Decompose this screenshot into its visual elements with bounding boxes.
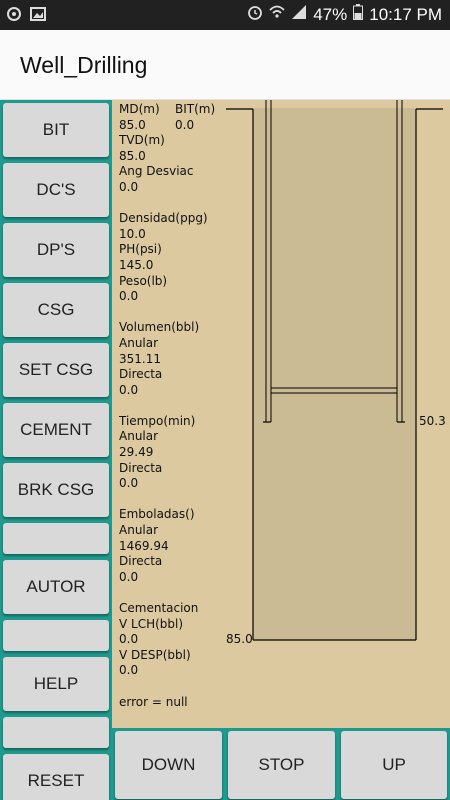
- peso-label: Peso(lb): [119, 273, 168, 288]
- bottom-depth-label: 85.0: [226, 632, 253, 646]
- cementacion-label: Cementacion: [119, 601, 199, 615]
- tiempo-label: Tiempo(min): [119, 413, 196, 428]
- error-text: error = null: [119, 694, 188, 709]
- emboladas-anular-label: Anular: [119, 523, 159, 538]
- set-csg-button[interactable]: SET CSG: [3, 343, 109, 397]
- clock: 10:17 PM: [369, 4, 442, 24]
- sidebar: BIT DC'S DP'S CSG SET CSG CEMENT BRK CSG…: [0, 100, 112, 800]
- dps-button[interactable]: DP'S: [3, 223, 109, 277]
- tiempo-directa-value: 0.0: [119, 476, 139, 491]
- volumen-anular-value: 351.11: [119, 351, 161, 366]
- casing-depth-label: 50.3: [419, 414, 446, 428]
- vlch-value: 0.0: [119, 632, 139, 647]
- volumen-directa-value: 0.0: [119, 382, 139, 397]
- desviac-value: 0.0: [119, 179, 139, 194]
- bit-info: BIT(m) 0.0: [175, 102, 215, 133]
- sync-icon: [6, 6, 22, 26]
- cement-button[interactable]: CEMENT: [3, 403, 109, 457]
- stop-button[interactable]: STOP: [228, 731, 335, 799]
- vdesp-label: V DESP(bbl): [119, 647, 191, 662]
- peso-value: 0.0: [119, 289, 139, 304]
- bit-value: 0.0: [175, 117, 195, 132]
- main-content: BIT DC'S DP'S CSG SET CSG CEMENT BRK CSG…: [0, 100, 450, 800]
- dcs-button[interactable]: DC'S: [3, 163, 109, 217]
- densidad-value: 10.0: [119, 226, 146, 241]
- reset-button[interactable]: RESET: [3, 754, 109, 800]
- blank-button-3[interactable]: [3, 717, 109, 748]
- emboladas-directa-label: Directa: [119, 554, 163, 569]
- bottom-bar: DOWN STOP UP: [112, 728, 450, 800]
- well-diagram: [226, 100, 443, 641]
- wifi-icon: [269, 4, 285, 25]
- wellbore-fill: [253, 108, 416, 640]
- brk-csg-button[interactable]: BRK CSG: [3, 463, 109, 517]
- blank-button-2[interactable]: [3, 620, 109, 651]
- signal-icon: [291, 4, 307, 25]
- desviac-label: Ang Desviac: [119, 164, 194, 179]
- battery-percent: 47%: [313, 4, 348, 24]
- volumen-directa-label: Directa: [119, 367, 163, 382]
- blank-button-1[interactable]: [3, 523, 109, 554]
- volumen-label: Volumen(bbl): [119, 320, 200, 335]
- help-button[interactable]: HELP: [3, 657, 109, 711]
- tiempo-directa-label: Directa: [119, 460, 163, 475]
- md-label: MD(m): [119, 102, 160, 116]
- densidad-label: Densidad(ppg): [119, 211, 208, 226]
- status-bar: 47% 10:17 PM: [0, 0, 450, 30]
- vdesp-value: 0.0: [119, 663, 139, 678]
- up-button[interactable]: UP: [341, 731, 447, 799]
- csg-button[interactable]: CSG: [3, 283, 109, 337]
- tiempo-anular-label: Anular: [119, 429, 159, 444]
- down-button[interactable]: DOWN: [115, 731, 222, 799]
- app-bar: Well_Drilling: [0, 30, 450, 100]
- vlch-label: V LCH(bbl): [119, 616, 184, 631]
- tiempo-anular-value: 29.49: [119, 445, 154, 460]
- battery-icon: [353, 4, 364, 25]
- md-value: 85.0: [119, 117, 146, 132]
- ph-value: 145.0: [119, 257, 154, 272]
- emboladas-directa-value: 0.0: [119, 569, 139, 584]
- ph-label: PH(psi): [119, 242, 162, 257]
- tvd-value: 85.0: [119, 148, 146, 163]
- bit-button[interactable]: BIT: [3, 103, 109, 157]
- info-panel: MD(m) 85.0 TVD(m) 85.0 Ang Desviac 0.0 D…: [119, 102, 208, 710]
- emboladas-label: Emboladas(): [119, 507, 195, 522]
- tvd-label: TVD(m): [119, 133, 165, 148]
- bit-label: BIT(m): [175, 102, 216, 116]
- volumen-anular-label: Anular: [119, 335, 159, 350]
- image-icon: [30, 6, 46, 26]
- alarm-icon: [247, 4, 263, 25]
- app-title: Well_Drilling: [20, 52, 148, 78]
- autor-button[interactable]: AUTOR: [3, 560, 109, 614]
- emboladas-anular-value: 1469.94: [119, 538, 169, 553]
